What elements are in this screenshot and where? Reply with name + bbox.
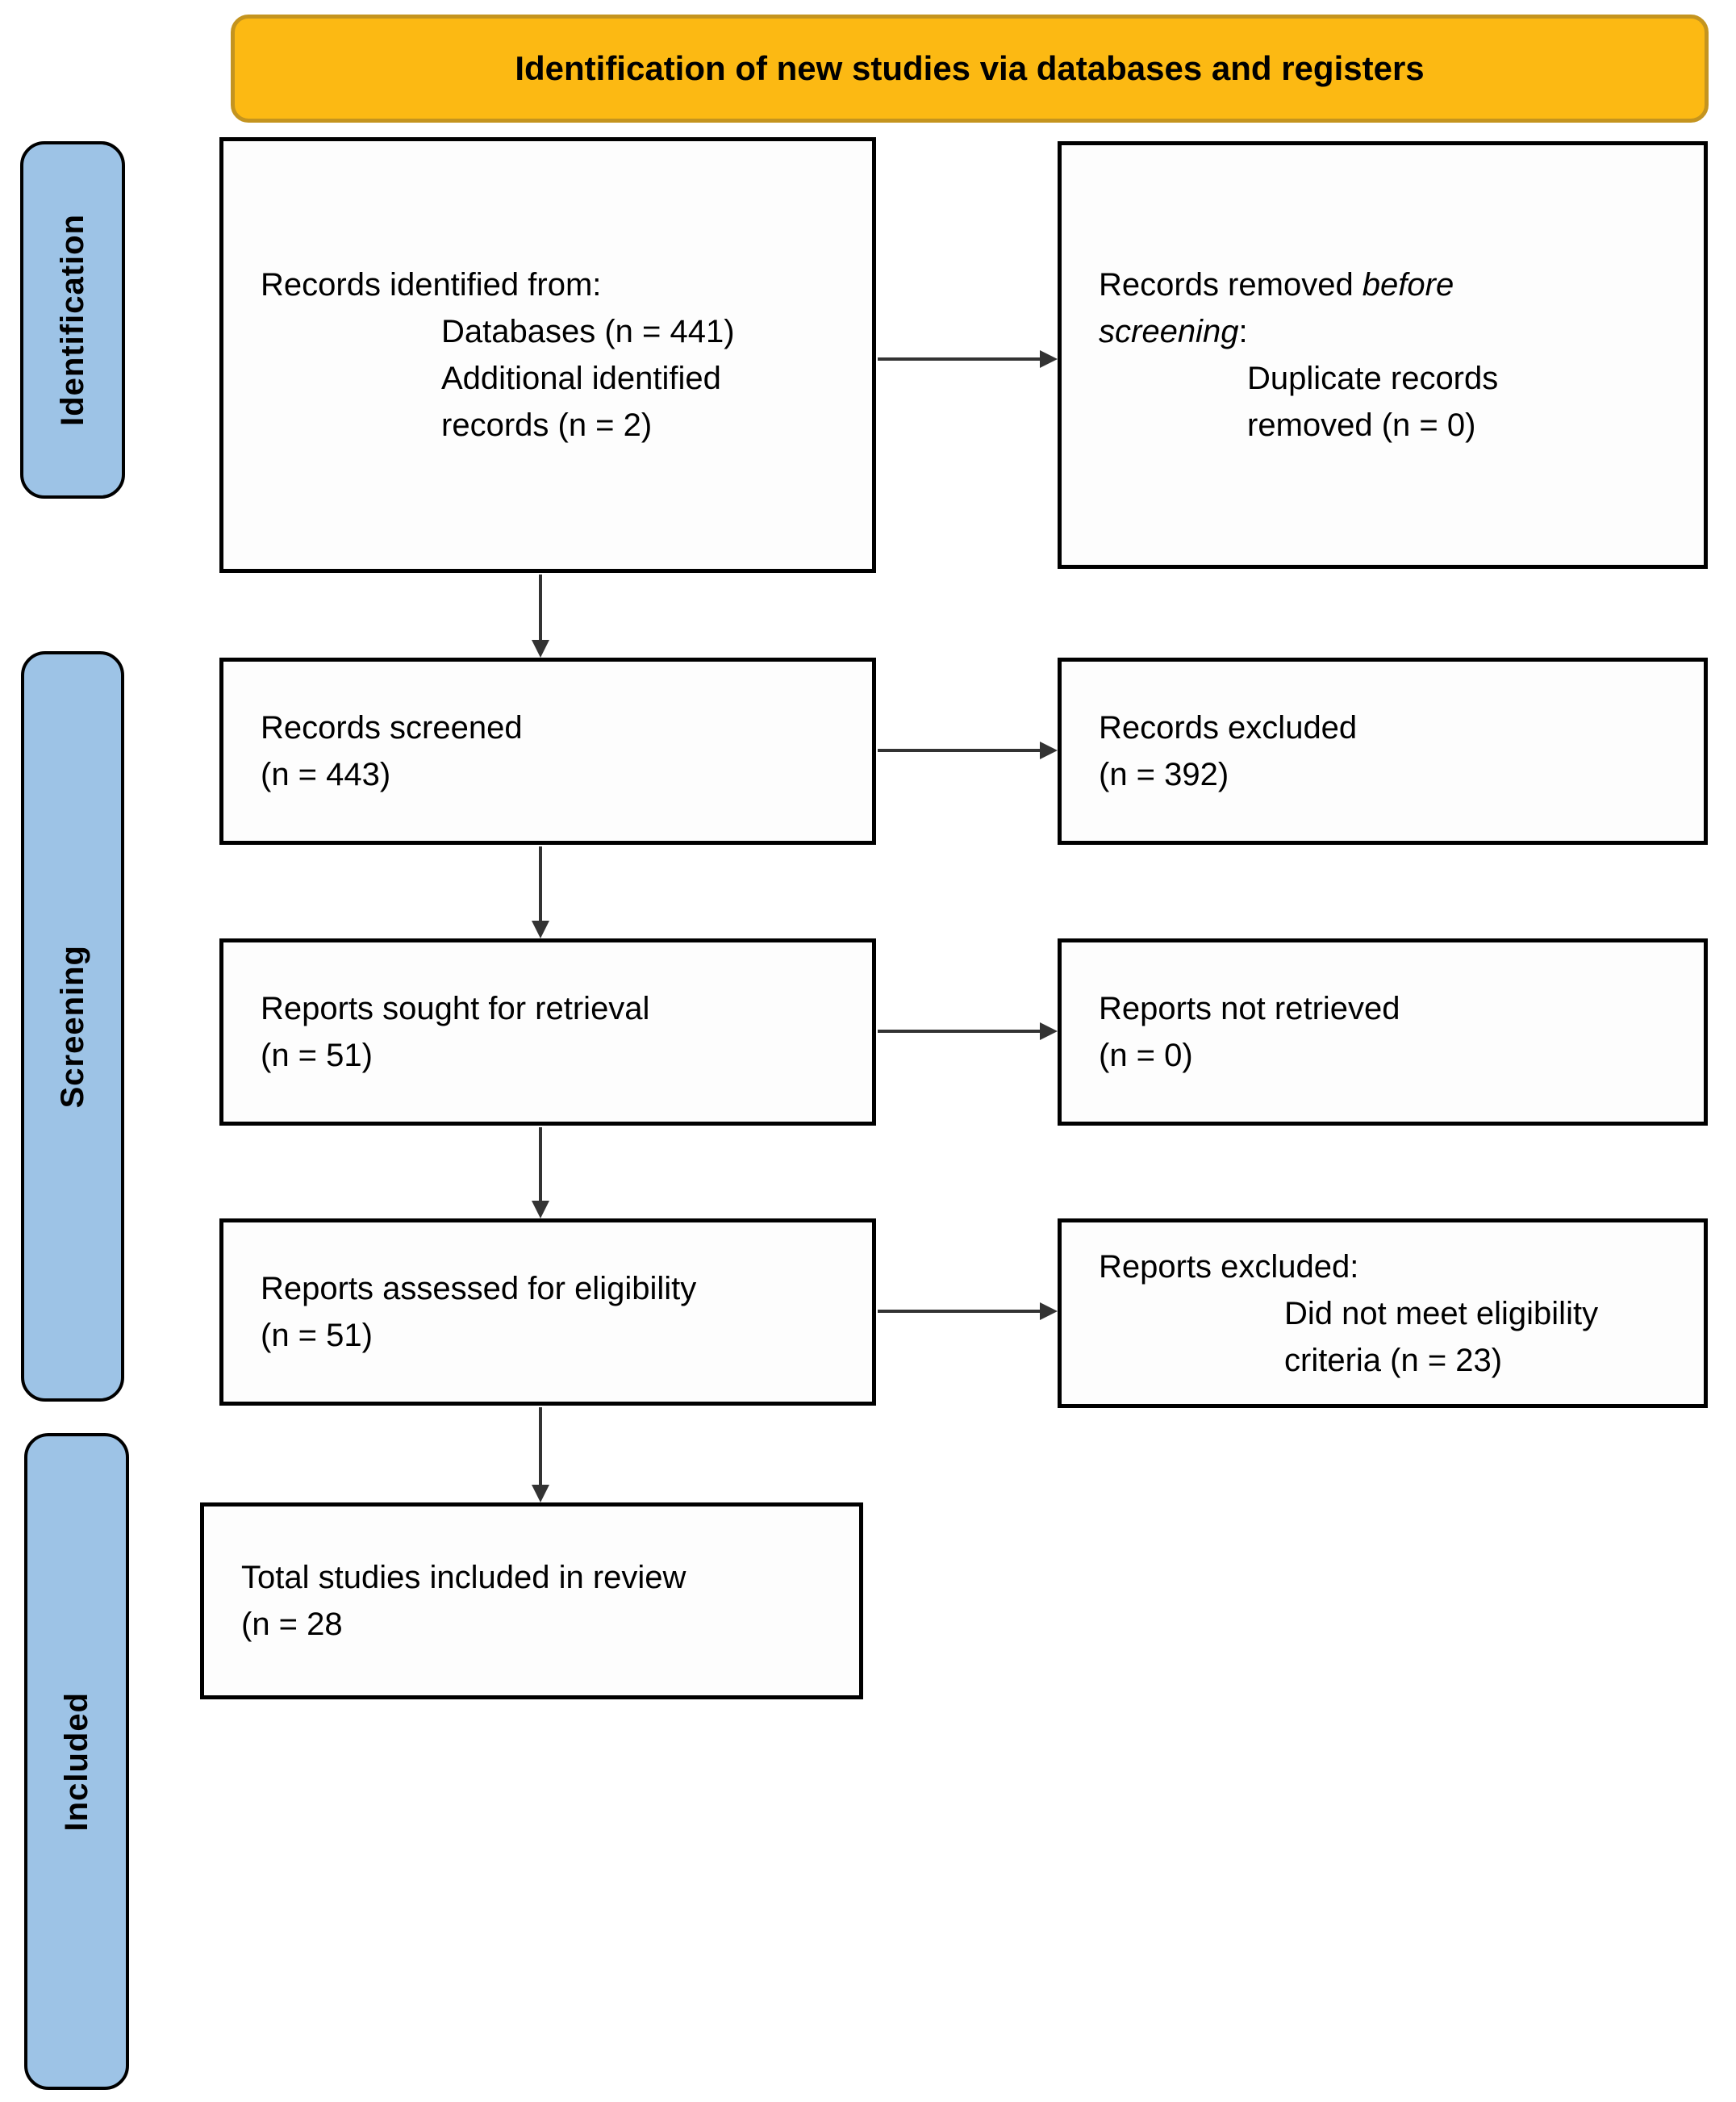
arrow-assessed-to-excluded-line bbox=[878, 1310, 1040, 1313]
stage-label-screening: Screening bbox=[21, 651, 124, 1402]
arrow-assessed-to-included-line bbox=[539, 1407, 542, 1485]
box-records-removed-duplicates: Duplicate records bbox=[1247, 361, 1499, 396]
box-records-removed-line2-italic: screening bbox=[1099, 314, 1239, 349]
box-records-removed-before-screening: Records removed before screening: Duplic… bbox=[1058, 141, 1708, 569]
arrow-identified-to-screened-line bbox=[539, 575, 542, 640]
stage-label-screening-text: Screening bbox=[54, 944, 90, 1109]
box-records-identified-line1: Records identified from: bbox=[261, 267, 602, 303]
arrow-screened-to-sought-head bbox=[532, 921, 549, 938]
box-records-removed-line2-normal: : bbox=[1238, 314, 1248, 349]
arrow-sought-to-not-retrieved-line bbox=[878, 1030, 1040, 1033]
arrow-identified-to-screened-head bbox=[532, 640, 549, 658]
box-total-included-line1: Total studies included in review bbox=[241, 1560, 686, 1595]
box-total-studies-included: Total studies included in review (n = 28 bbox=[200, 1502, 863, 1699]
box-reports-assessed-line1: Reports assessed for eligibility bbox=[261, 1271, 697, 1306]
box-records-identified: Records identified from: Databases (n = … bbox=[219, 137, 876, 573]
diagram-title: Identification of new studies via databa… bbox=[515, 49, 1425, 87]
arrow-sought-to-assessed-line bbox=[539, 1127, 542, 1201]
box-reports-assessed-eligibility: Reports assessed for eligibility (n = 51… bbox=[219, 1218, 876, 1406]
box-records-removed-line2: screening: bbox=[1099, 308, 1683, 355]
arrow-screened-to-sought-line bbox=[539, 846, 542, 921]
arrow-screened-to-excluded-head bbox=[1040, 742, 1058, 759]
box-reports-not-retrieved: Reports not retrieved (n = 0) bbox=[1058, 938, 1708, 1126]
box-reports-sought-line1: Reports sought for retrieval bbox=[261, 991, 650, 1026]
box-reports-excluded: Reports excluded: Did not meet eligibili… bbox=[1058, 1218, 1708, 1408]
box-reports-not-retrieved-line1: Reports not retrieved bbox=[1099, 991, 1400, 1026]
banner-identification-new-studies: Identification of new studies via databa… bbox=[231, 15, 1709, 123]
box-records-excluded-line1: Records excluded bbox=[1099, 710, 1358, 746]
box-reports-excluded-criteria-count: criteria (n = 23) bbox=[1284, 1342, 1503, 1378]
box-records-identified-databases: Databases (n = 441) bbox=[441, 314, 735, 349]
box-records-identified-records-n: records (n = 2) bbox=[441, 407, 653, 443]
box-records-removed-line1: Records removed before bbox=[1099, 261, 1683, 308]
box-records-screened-count: (n = 443) bbox=[261, 757, 391, 792]
box-reports-assessed-count: (n = 51) bbox=[261, 1318, 373, 1353]
arrow-sought-to-assessed-head bbox=[532, 1201, 549, 1218]
stage-label-included-text: Included bbox=[58, 1691, 94, 1832]
stage-label-identification: Identification bbox=[20, 141, 125, 499]
arrow-assessed-to-included-head bbox=[532, 1485, 549, 1502]
box-records-removed-line1-normal: Records removed bbox=[1099, 267, 1363, 303]
stage-label-included: Included bbox=[24, 1433, 129, 2090]
box-records-screened-line1: Records screened bbox=[261, 710, 523, 746]
box-records-identified-additional: Additional identified bbox=[441, 361, 721, 396]
arrow-assessed-to-excluded-head bbox=[1040, 1302, 1058, 1320]
stage-label-identification-text: Identification bbox=[54, 214, 90, 426]
box-reports-sought-retrieval: Reports sought for retrieval (n = 51) bbox=[219, 938, 876, 1126]
box-records-removed-line1-italic: before bbox=[1362, 267, 1454, 303]
box-reports-excluded-line1: Reports excluded: bbox=[1099, 1248, 1359, 1285]
box-records-removed-removed-n: removed (n = 0) bbox=[1247, 407, 1476, 443]
box-reports-not-retrieved-count: (n = 0) bbox=[1099, 1038, 1193, 1073]
box-reports-excluded-reason: Did not meet eligibility bbox=[1284, 1295, 1599, 1331]
arrow-identified-to-removed-line bbox=[878, 357, 1040, 361]
box-records-excluded-count: (n = 392) bbox=[1099, 757, 1229, 792]
box-records-screened: Records screened (n = 443) bbox=[219, 658, 876, 845]
arrow-screened-to-excluded-line bbox=[878, 749, 1040, 752]
arrow-identified-to-removed-head bbox=[1040, 350, 1058, 368]
box-total-included-count: (n = 28 bbox=[241, 1607, 343, 1642]
box-records-excluded: Records excluded (n = 392) bbox=[1058, 658, 1708, 845]
arrow-sought-to-not-retrieved-head bbox=[1040, 1022, 1058, 1040]
box-reports-sought-count: (n = 51) bbox=[261, 1038, 373, 1073]
